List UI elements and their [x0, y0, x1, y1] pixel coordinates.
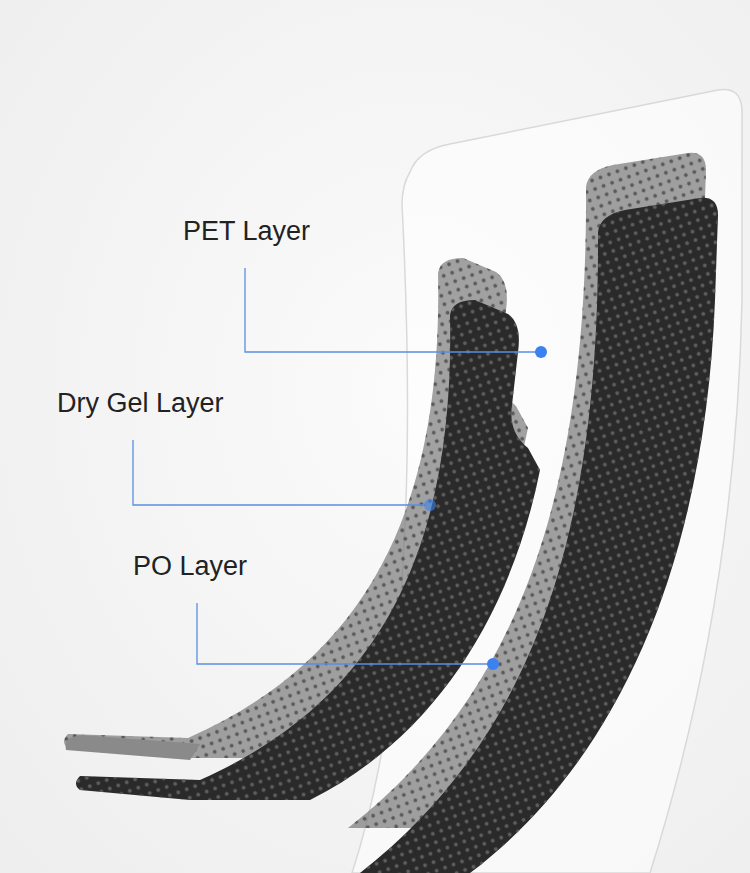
leader-dots: [424, 346, 547, 670]
pet-sheet: [352, 89, 742, 873]
leader-line: [197, 603, 489, 664]
leader-dot: [487, 658, 499, 670]
layer-label: PO Layer: [133, 550, 247, 582]
leader-dot: [424, 499, 436, 511]
layer-label: PET Layer: [183, 215, 310, 247]
po-strip-left: [76, 300, 540, 800]
leader-line: [133, 440, 426, 505]
leader-dot: [535, 346, 547, 358]
gel-tail: [66, 735, 201, 760]
leader-line: [245, 268, 537, 352]
layer-label: Dry Gel Layer: [57, 387, 224, 419]
leader-lines: [133, 268, 537, 664]
